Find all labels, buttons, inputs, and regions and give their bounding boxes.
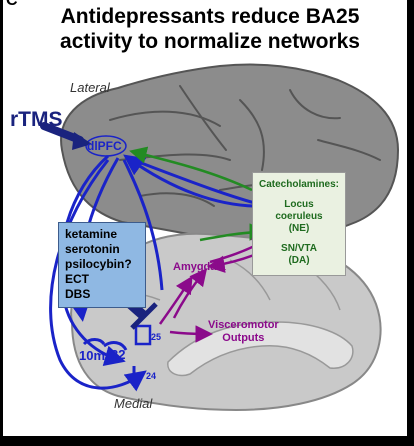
amygdala-label: Amygdala	[173, 261, 226, 273]
treatment-item: ketamine	[65, 227, 118, 241]
locus-line-3: (NE)	[288, 223, 310, 234]
area-32-label: 32	[111, 347, 126, 362]
catecholamines-title: Catecholamines:	[258, 179, 340, 190]
treatments-box: ketamine serotonin psilocybin? ECT DBS	[58, 222, 146, 308]
frame-edge-bottom	[0, 436, 414, 446]
locus-line-1: Locus	[284, 199, 314, 210]
treatment-item: DBS	[65, 287, 91, 301]
visceromotor-outputs-label: Visceromotor Outputs	[208, 319, 279, 345]
ba32-region	[103, 341, 128, 351]
area-24-label: 24	[146, 371, 157, 381]
corpus-callosum-shape	[167, 321, 354, 377]
frame-edge-right	[407, 0, 414, 446]
visceromotor-line-2: Outputs	[222, 332, 265, 344]
treatment-item: psilocybin?	[65, 257, 132, 271]
dlpfc-label: dlPFC	[87, 139, 122, 153]
medial-label: Medial	[114, 396, 153, 411]
area-25-label: 25	[151, 332, 162, 342]
sn-vta-line-1: SN/VTA	[281, 243, 317, 254]
treatment-item: ECT	[65, 272, 89, 286]
ba10m-region	[82, 338, 106, 346]
lateral-label: Lateral	[70, 80, 110, 95]
frame-edge-left	[0, 0, 3, 446]
figure-title: Antidepressants reduce BA25 activity to …	[30, 4, 390, 54]
visceromotor-line-1: Visceromotor	[208, 319, 279, 331]
locus-line-2: coeruleus	[275, 211, 323, 222]
sn-vta-line-2: (DA)	[288, 255, 310, 266]
catecholamines-box: Catecholamines: Locus coeruleus (NE) SN/…	[252, 172, 346, 276]
ba25-region	[134, 324, 152, 346]
title-line-1: Antidepressants reduce BA25	[60, 5, 360, 28]
title-line-2: activity to normalize networks	[60, 30, 360, 53]
area-10m-label: 10m	[79, 348, 106, 363]
dlpfc-region	[85, 135, 127, 157]
panel-letter: C	[6, 0, 18, 9]
treatment-item: serotonin	[65, 242, 120, 256]
rtms-label: rTMS	[10, 108, 63, 131]
